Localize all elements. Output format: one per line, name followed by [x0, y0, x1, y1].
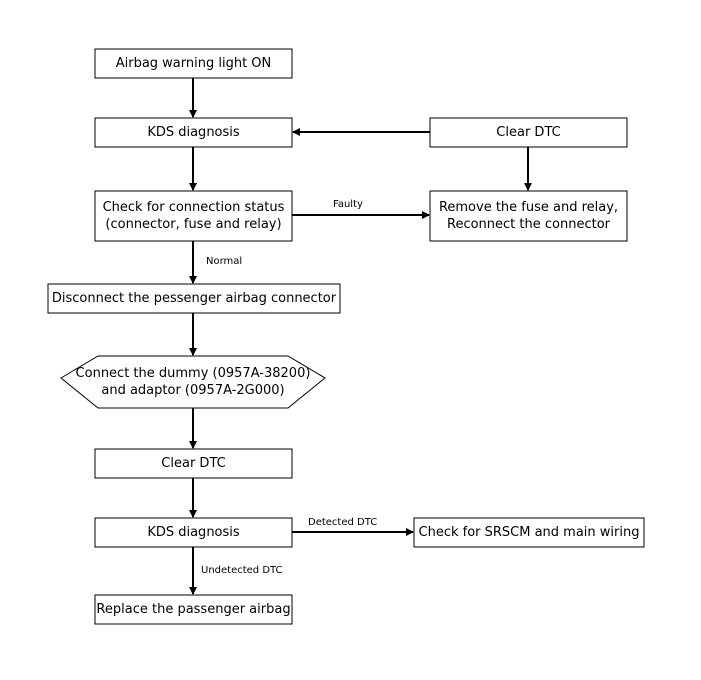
disconnect-box — [47, 283, 341, 314]
kds-diagnosis-2-line-1: KDS diagnosis — [147, 525, 240, 540]
kds-diagnosis-1-label: KDS diagnosis — [95, 118, 292, 147]
edge-label-faulty: Faulty — [333, 199, 363, 210]
kds-diagnosis-box-1 — [94, 117, 293, 148]
disconnect-label: Disconnect the pessenger airbag connecto… — [48, 284, 340, 313]
remove-fuse-label: Remove the fuse and relay, Reconnect the… — [430, 191, 627, 241]
connect-dummy-line-2: and adaptor (0957A-2G000) — [101, 383, 285, 398]
edge-label-undetected-dtc: Undetected DTC — [201, 565, 283, 576]
remove-fuse-line-1: Remove the fuse and relay, — [438, 200, 619, 215]
start-node-line-1: Airbag warning light ON — [115, 56, 272, 71]
check-srscm-line-1: Check for SRSCM and main wiring — [418, 525, 640, 540]
remove-fuse-box — [429, 190, 628, 242]
replace-line-1: Replace the passenger airbag — [96, 602, 291, 617]
check-srscm-box — [413, 517, 645, 548]
connect-dummy-label: Connect the dummy (0957A-38200) and adap… — [61, 356, 325, 408]
clear-dtc-label: Clear DTC — [95, 449, 292, 478]
check-connection-line-1: Check for connection status — [102, 200, 285, 215]
check-srscm-label: Check for SRSCM and main wiring — [414, 518, 644, 547]
clear-dtc-right-label: Clear DTC — [430, 118, 627, 147]
clear-dtc-right-line-1: Clear DTC — [496, 125, 561, 140]
connect-dummy-hexagon — [60, 355, 326, 409]
start-node-label: Airbag warning light ON — [95, 49, 292, 78]
check-connection-box — [94, 190, 293, 242]
connect-dummy-line-1: Connect the dummy (0957A-38200) — [75, 366, 311, 381]
clear-dtc-line-1: Clear DTC — [161, 456, 226, 471]
check-connection-line-2: (connector, fuse and relay) — [105, 217, 282, 232]
disconnect-line-1: Disconnect the pessenger airbag connecto… — [51, 291, 337, 306]
kds-diagnosis-2-label: KDS diagnosis — [95, 518, 292, 547]
edge-label-detected-dtc: Detected DTC — [308, 517, 378, 528]
edge-label-normal: Normal — [206, 256, 243, 267]
replace-label: Replace the passenger airbag — [95, 595, 292, 624]
remove-fuse-line-2: Reconnect the connector — [447, 217, 610, 232]
check-connection-label: Check for connection status (connector, … — [95, 191, 292, 241]
clear-dtc-box — [94, 448, 293, 479]
clear-dtc-right-box — [429, 117, 628, 148]
replace-box — [94, 594, 293, 625]
kds-diagnosis-1-line-1: KDS diagnosis — [147, 125, 240, 140]
start-box — [94, 48, 293, 79]
